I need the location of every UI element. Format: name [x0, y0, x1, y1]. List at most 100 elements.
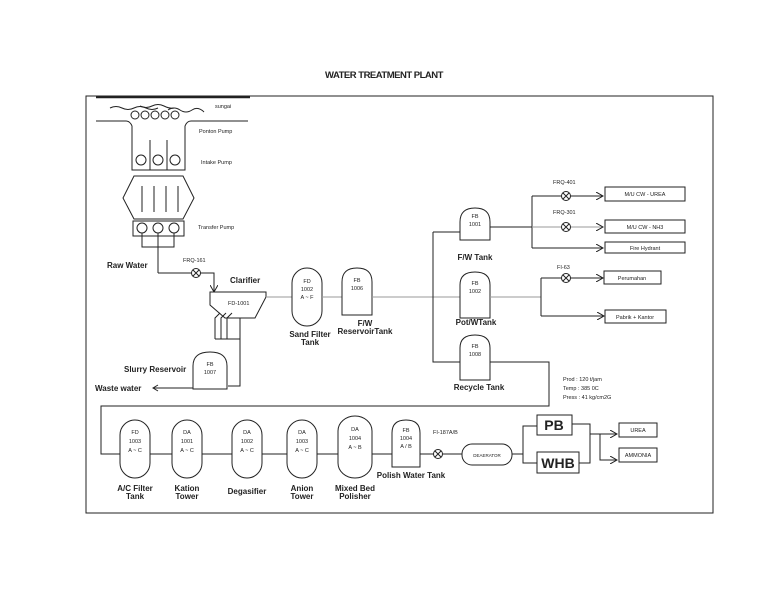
fi187-label: FI-187A/B	[433, 430, 458, 436]
polish-tank-tag2: 1004	[400, 436, 412, 442]
sand-filter-label: Sand Filter	[289, 330, 330, 339]
transfer-pump-label: Transfer Pump	[198, 225, 234, 231]
kation-tower-tag3: A ~ C	[180, 448, 194, 454]
anion-tower-label: Anion	[291, 484, 314, 493]
recycle-tank-vessel	[459, 334, 491, 381]
valve-frq301	[561, 222, 571, 232]
ac-filter-tag2: 1003	[129, 439, 141, 445]
spec-temp: Temp : 385 0C	[563, 386, 599, 392]
ac-filter-tag3: A ~ C	[128, 448, 142, 454]
river-label: sungai	[215, 104, 231, 110]
fi63-label: FI-63	[557, 265, 570, 271]
mixed-bed-polisher-label2: Polisher	[339, 492, 371, 501]
dest-urea-label: UREA	[630, 428, 646, 434]
fw-tank-tag2: 1001	[469, 222, 481, 228]
degasifier-tag2: 1002	[241, 439, 253, 445]
slurry-tag2: 1007	[204, 370, 216, 376]
clarifier-vessel	[209, 291, 267, 319]
deaerator-outlet-pipe	[512, 425, 537, 464]
sand-filter-tag1: FD	[303, 279, 310, 285]
anion-tower-tag1: DA	[298, 430, 306, 436]
fw-reservoir-label1: F/W	[358, 319, 373, 328]
valve-frq401	[561, 191, 571, 201]
waste-arrow-icon	[152, 384, 159, 392]
kation-tower-tag1: DA	[183, 430, 191, 436]
ponton-pump-label: Ponton Pump	[199, 129, 232, 135]
ponton-pumps: Ponton Pump	[96, 110, 248, 171]
dest-pabrik-label: Pabrik + Kantor	[616, 315, 654, 321]
pb-boiler	[536, 414, 573, 436]
raw-water-label: Raw Water	[107, 261, 148, 270]
anion-tower-tag2: 1003	[296, 439, 308, 445]
ac-filter-label2: Tank	[126, 492, 145, 501]
boiler-steam-header	[572, 423, 594, 464]
dest-ammonia	[618, 447, 658, 463]
anion-tower-vessel	[286, 419, 318, 479]
spec-press: Press : 41 kg/cm2G	[563, 395, 611, 401]
mixed-bed-polisher-tag3: A ~ B	[348, 445, 362, 451]
slurry-reservoir-vessel	[192, 351, 228, 390]
fw-reservoir-tag1: FB	[353, 278, 360, 284]
clarifier-label: Clarifier	[230, 276, 260, 285]
diagram-frame	[85, 95, 714, 514]
potw-tank-tag2: 1002	[469, 289, 481, 295]
fw-reservoir-label2: ReservoirTank	[338, 327, 394, 336]
anion-tower-label2: Tower	[291, 492, 314, 501]
polish-tank-vessel	[391, 419, 421, 468]
polish-tank-tag1: FB	[402, 428, 409, 434]
frq301-label: FRQ-301	[553, 210, 576, 216]
fw-reservoir-tag2: 1006	[351, 286, 363, 292]
sand-filter-label2: Tank	[301, 338, 320, 347]
fw-tank-label: F/W Tank	[458, 253, 494, 262]
dest-mu-nh3	[604, 219, 686, 234]
ac-filter-vessel	[119, 419, 151, 479]
raw-water-pipe	[158, 272, 214, 292]
tank-header-pipe	[432, 232, 460, 363]
potw-tank-label: Pot/WTank	[456, 318, 497, 327]
intake-pumps: Intake Pump	[135, 140, 232, 170]
slurry-tag1: FB	[206, 362, 213, 368]
pb-label: PB	[544, 417, 563, 433]
dest-mu-urea	[604, 186, 686, 202]
polish-tank-tag3: A / B	[400, 444, 412, 450]
transfer-pumps: Transfer Pump	[132, 220, 234, 273]
dest-mu-urea-label: M/U CW - UREA	[625, 192, 666, 198]
degasifier-label: Degasifier	[228, 487, 267, 496]
recycle-tank-label: Recycle Tank	[454, 383, 505, 392]
mixed-bed-polisher-tag1: DA	[351, 427, 359, 433]
ac-filter-tag1: FD	[131, 430, 138, 436]
recycle-tank-tag1: FB	[471, 344, 478, 350]
valve-fi187	[433, 449, 443, 459]
anion-tower-tag3: A ~ C	[295, 448, 309, 454]
kation-tower-tag2: 1001	[181, 439, 193, 445]
recycle-to-demin-pipe	[100, 361, 550, 455]
intake-pump-label: Intake Pump	[201, 160, 232, 166]
polish-tank-label: Polish Water Tank	[377, 471, 446, 480]
potw-tank-tag1: FB	[471, 281, 478, 287]
degasifier-tag3: A ~ C	[240, 448, 254, 454]
dest-urea	[618, 422, 658, 438]
frq161-label: FRQ-161	[183, 258, 206, 264]
dest-ammonia-label: AMMONIA	[625, 453, 652, 459]
dest-perumahan	[603, 270, 662, 285]
mixed-bed-polisher-vessel	[337, 415, 373, 479]
mixed-bed-polisher-label: Mixed Bed	[335, 484, 375, 493]
spec-prod: Prod : 120 t/jam	[563, 377, 602, 383]
dest-mu-nh3-label: M/U CW - NH3	[627, 225, 664, 231]
ac-filter-label: A/C Filter	[117, 484, 153, 493]
waste-water-label: Waste water	[95, 384, 141, 393]
dest-pabrik	[604, 309, 667, 324]
recycle-tank-tag2: 1008	[469, 352, 481, 358]
deaerator-label: DEAERATOR	[473, 453, 501, 458]
frq401-label: FRQ-401	[553, 180, 576, 186]
dest-fire-hydrant	[604, 241, 686, 254]
dest-perumahan-label: Perumahan	[618, 276, 646, 282]
degasifier-tag1: DA	[243, 430, 251, 436]
whb-label: WHB	[541, 455, 574, 471]
river: sungai	[109, 104, 231, 113]
sand-filter-tag2: 1002	[301, 287, 313, 293]
mixed-bed-polisher-tag2: 1004	[349, 436, 361, 442]
fw-tank-vessel	[459, 207, 491, 241]
